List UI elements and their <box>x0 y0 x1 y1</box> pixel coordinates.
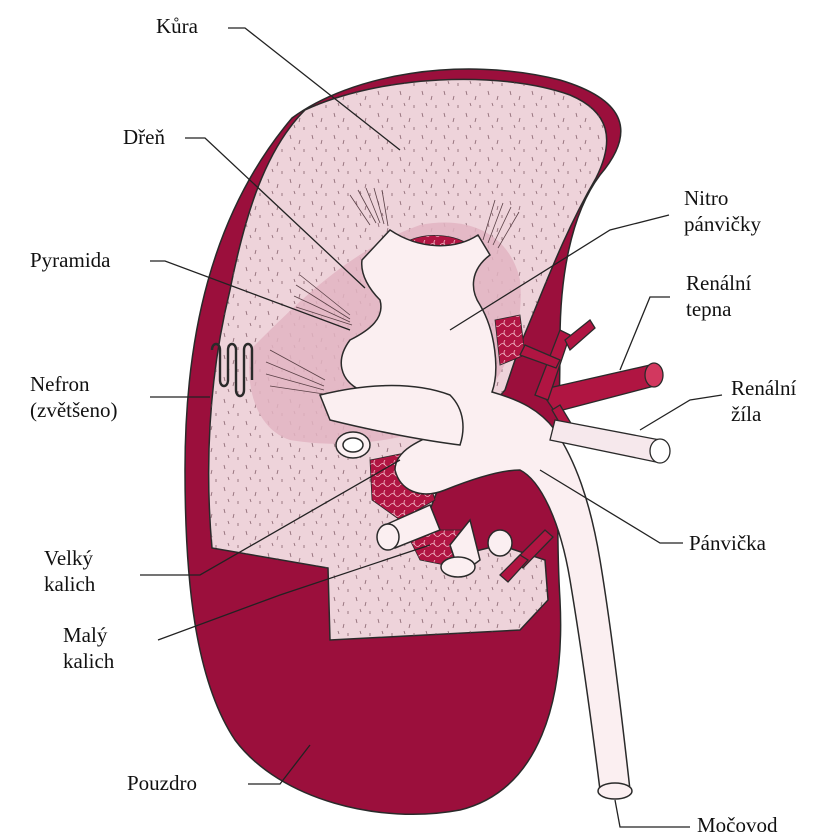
label-mocovod-text: Močovod <box>697 812 778 838</box>
label-renalni-tepna-line1: Renální <box>686 270 751 296</box>
label-maly-kalich-line1: Malý <box>63 622 114 648</box>
label-maly-kalich-line2: kalich <box>63 648 114 674</box>
label-nitro-panvicky-line2: pánvičky <box>684 211 761 237</box>
label-dren-text: Dřeň <box>123 124 165 150</box>
label-nefron: Nefron (zvětšeno) <box>30 371 117 423</box>
label-mocovod: Močovod <box>697 812 778 838</box>
label-pouzdro-text: Pouzdro <box>127 770 197 796</box>
label-pouzdro: Pouzdro <box>127 770 197 796</box>
label-nefron-line2: (zvětšeno) <box>30 397 117 423</box>
label-panvicka-text: Pánvička <box>689 530 766 556</box>
label-renalni-tepna-line2: tepna <box>686 296 751 322</box>
label-renalni-zila-line2: žíla <box>731 401 796 427</box>
label-renalni-tepna: Renální tepna <box>686 270 751 322</box>
label-pyramida-text: Pyramida <box>30 247 110 273</box>
label-renalni-zila: Renální žíla <box>731 375 796 427</box>
label-pyramida: Pyramida <box>30 247 110 273</box>
label-nitro-panvicky: Nitro pánvičky <box>684 185 761 237</box>
label-dren: Dřeň <box>123 124 165 150</box>
label-renalni-zila-line1: Renální <box>731 375 796 401</box>
label-nefron-line1: Nefron <box>30 371 117 397</box>
label-maly-kalich: Malý kalich <box>63 622 114 674</box>
label-velky-kalich: Velký kalich <box>44 545 95 597</box>
label-kura-text: Kůra <box>156 13 198 39</box>
label-panvicka: Pánvička <box>689 530 766 556</box>
label-velky-kalich-line1: Velký <box>44 545 95 571</box>
label-velky-kalich-line2: kalich <box>44 571 95 597</box>
label-kura: Kůra <box>156 13 198 39</box>
label-nitro-panvicky-line1: Nitro <box>684 185 761 211</box>
ureter-opening <box>598 783 632 799</box>
